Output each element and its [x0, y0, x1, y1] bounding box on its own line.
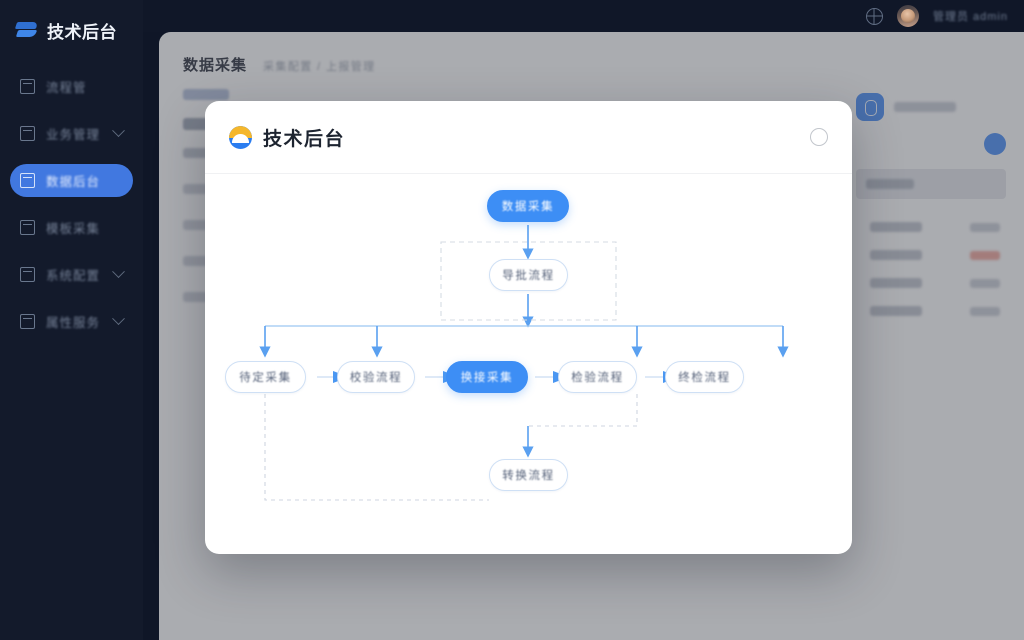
config-icon	[20, 267, 35, 282]
node-label: 待定采集	[239, 372, 292, 384]
monitor-icon	[20, 79, 35, 94]
data-icon	[20, 173, 35, 188]
chevron-down-icon	[112, 312, 125, 326]
flow-canvas: 数据采集 导批流程 待定采集 校验流程 换接采集 检验流程 终检流程 转换流程	[205, 174, 852, 554]
close-circle-icon[interactable]	[810, 128, 828, 146]
flow-modal: 技术后台	[205, 101, 852, 554]
service-icon	[20, 314, 35, 329]
sidebar-brand[interactable]: 技术后台	[0, 0, 143, 46]
template-icon	[20, 220, 35, 235]
table-row[interactable]	[856, 213, 1006, 241]
chevron-down-icon	[112, 265, 125, 279]
flow-node-r4[interactable]: 检验流程	[558, 361, 637, 393]
sidebar-item-liuchengguan[interactable]: 流程管	[10, 70, 133, 103]
section-title	[866, 179, 914, 189]
sidebar-brand-label: 技术后台	[47, 22, 117, 42]
row-value	[970, 278, 1000, 288]
flow-node-r1[interactable]: 待定采集	[225, 361, 306, 393]
brand-circle-icon	[229, 125, 252, 149]
list-item[interactable]	[183, 184, 217, 194]
right-panel-header	[856, 93, 1006, 121]
node-label: 终检流程	[678, 372, 731, 384]
user-badge-icon[interactable]	[856, 93, 884, 121]
node-label: 数据采集	[501, 201, 555, 213]
sidebar-item-label: 系统配置	[46, 269, 101, 283]
node-label: 转换流程	[502, 470, 555, 482]
flow-node-n2[interactable]: 导批流程	[489, 259, 568, 291]
flow-connectors	[259, 225, 789, 501]
user-name-label: 管理员 admin	[932, 11, 1008, 23]
sidebar-item-label: 业务管理	[46, 128, 101, 142]
row-label	[870, 250, 922, 260]
list-item[interactable]	[183, 256, 217, 266]
node-label: 换接采集	[460, 372, 514, 384]
list-item[interactable]	[183, 148, 213, 158]
row-value	[970, 222, 1000, 232]
sidebar-item-yewuguanli[interactable]: 业务管理	[10, 117, 133, 150]
node-label: 检验流程	[571, 372, 624, 384]
table-row[interactable]	[856, 241, 1006, 269]
chevron-down-icon	[112, 124, 125, 138]
flow-node-r5[interactable]: 终检流程	[665, 361, 744, 393]
doc-icon	[20, 126, 35, 141]
modal-title: 技术后台	[263, 128, 346, 150]
flow-node-end[interactable]: 转换流程	[489, 459, 568, 491]
right-panel-header-label	[894, 102, 956, 112]
sidebar-nav: 流程管 业务管理 数据后台 模板采集 系统配置 属性服	[0, 70, 143, 338]
user-avatar[interactable]	[896, 5, 919, 27]
page-header: 数据采集 采集配置 / 上报管理	[159, 32, 1024, 75]
right-panel-section	[856, 169, 1006, 199]
avatar-circle[interactable]	[984, 133, 1006, 155]
table-row[interactable]	[856, 269, 1006, 297]
row-label	[870, 306, 922, 316]
sidebar-item-label: 流程管	[46, 81, 87, 95]
globe-icon[interactable]	[865, 7, 883, 25]
divider	[205, 173, 852, 174]
flow-node-r2[interactable]: 校验流程	[337, 361, 415, 393]
right-panel	[856, 89, 1006, 328]
sidebar-item-label: 属性服务	[46, 316, 101, 330]
sidebar-item-shujuhoutai[interactable]: 数据后台	[10, 164, 133, 197]
row-label	[870, 278, 922, 288]
sidebar-item-shuxingfuwu[interactable]: 属性服务	[10, 305, 133, 338]
list-item[interactable]	[183, 220, 217, 230]
sidebar-item-label: 数据后台	[46, 175, 101, 189]
node-label: 校验流程	[349, 372, 403, 384]
flow-node-r3[interactable]: 换接采集	[446, 361, 528, 393]
flag-logo-icon	[14, 21, 39, 39]
status-badge	[970, 250, 1000, 260]
list-item[interactable]	[183, 292, 217, 302]
topbar: 管理员 admin	[143, 0, 1024, 32]
breadcrumb: 采集配置 / 上报管理	[263, 61, 376, 73]
row-label	[870, 222, 922, 232]
sidebar-item-mubancaiji[interactable]: 模板采集	[10, 211, 133, 244]
flow-node-start[interactable]: 数据采集	[487, 190, 569, 222]
sidebar-item-label: 模板采集	[46, 222, 101, 236]
sidebar: 技术后台 流程管 业务管理 数据后台 模板采集 系统配置	[0, 0, 143, 640]
filter-chip[interactable]	[183, 89, 229, 100]
sidebar-item-xitongpeizhi[interactable]: 系统配置	[10, 258, 133, 291]
modal-header: 技术后台	[205, 101, 852, 173]
page-title: 数据采集	[183, 57, 248, 74]
row-value	[970, 306, 1000, 316]
table-row[interactable]	[856, 297, 1006, 325]
node-label: 导批流程	[502, 270, 555, 282]
